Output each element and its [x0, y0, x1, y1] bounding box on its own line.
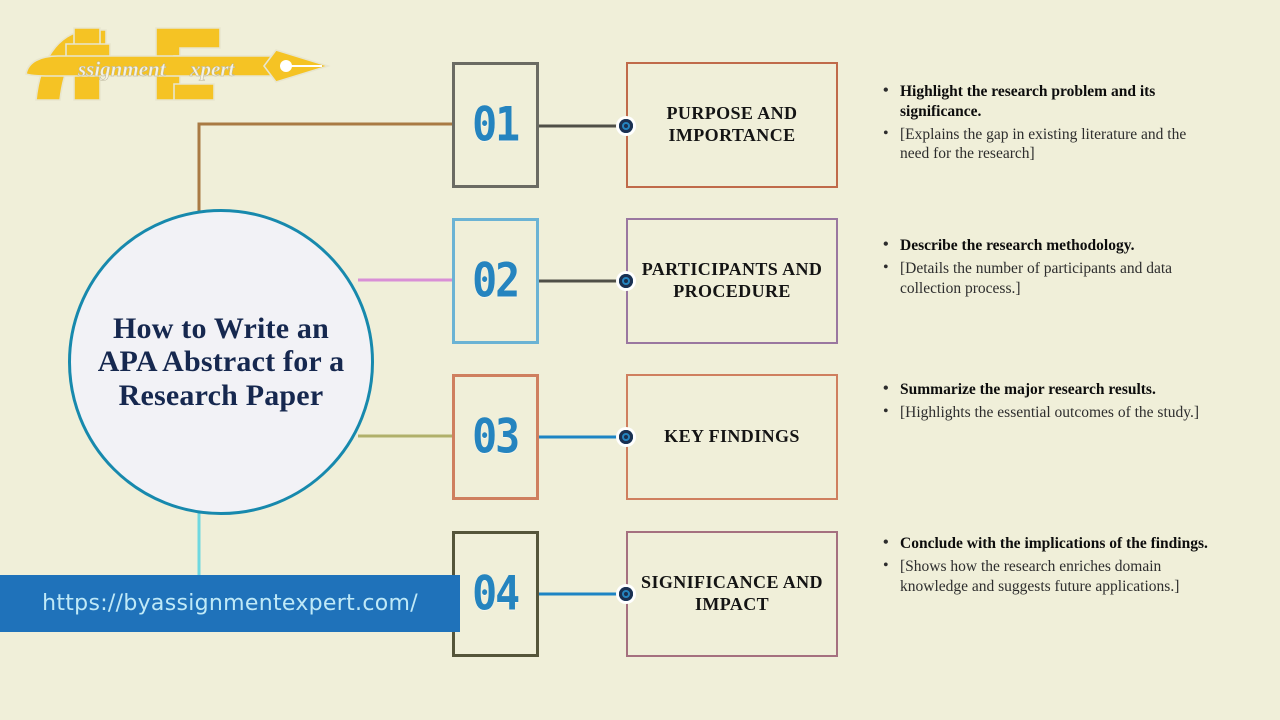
step-number-04: 04	[472, 566, 521, 622]
step-label-03: KEY FINDINGS	[664, 426, 800, 447]
step-bullets-04: Conclude with the implications of the fi…	[880, 533, 1210, 598]
page-title: How to Write an APA Abstract for a Resea…	[97, 311, 345, 412]
website-url-text: https://byassignmentexpert.com/	[42, 591, 418, 616]
connector-dot-01	[616, 116, 636, 136]
connector-line-01	[197, 122, 452, 212]
connector-dot-03	[616, 427, 636, 447]
step-label-02: PARTICIPANTS AND PROCEDURE	[641, 259, 823, 301]
step-label-box-04[interactable]: SIGNIFICANCE AND IMPACT	[626, 531, 838, 657]
step-number-box-01[interactable]: 01	[452, 62, 539, 188]
step-bullets-02: Describe the research methodology. [Deta…	[880, 235, 1210, 300]
step-bullets-01: Highlight the research problem and its s…	[880, 81, 1210, 166]
step-number-box-03[interactable]: 03	[452, 374, 539, 500]
step-bullets-03: Summarize the major research results. [H…	[880, 379, 1210, 425]
step-number-02: 02	[472, 253, 521, 309]
connector-dot-02	[616, 271, 636, 291]
step-number-03: 03	[472, 409, 521, 465]
step-number-01: 01	[472, 97, 521, 153]
bullet-item: [Highlights the essential outcomes of th…	[880, 402, 1210, 423]
step-label-box-02[interactable]: PARTICIPANTS AND PROCEDURE	[626, 218, 838, 344]
step-number-box-02[interactable]: 02	[452, 218, 539, 344]
bullet-item: [Explains the gap in existing literature…	[880, 124, 1210, 165]
bullet-item: [Shows how the research enriches domain …	[880, 556, 1210, 597]
website-url-banner[interactable]: https://byassignmentexpert.com/	[0, 575, 460, 632]
step-label-04: SIGNIFICANCE AND IMPACT	[641, 572, 823, 614]
logo-artwork: ssignment xpert	[25, 27, 331, 101]
center-topic-circle: How to Write an APA Abstract for a Resea…	[68, 209, 374, 515]
logo-script-left: ssignment	[77, 57, 167, 81]
brand-logo: ssignment xpert	[14, 14, 334, 104]
logo-script-right: xpert	[189, 57, 235, 81]
bullet-item: [Details the number of participants and …	[880, 258, 1210, 299]
bullet-item: Summarize the major research results.	[880, 379, 1210, 400]
step-label-box-03[interactable]: KEY FINDINGS	[626, 374, 838, 500]
pen-nib-hole-icon	[280, 60, 292, 72]
step-label-01: PURPOSE AND IMPORTANCE	[666, 103, 798, 145]
connector-dot-04	[616, 584, 636, 604]
bullet-item: Describe the research methodology.	[880, 235, 1210, 256]
step-number-box-04[interactable]: 04	[452, 531, 539, 657]
bullet-item: Highlight the research problem and its s…	[880, 81, 1210, 122]
step-label-box-01[interactable]: PURPOSE AND IMPORTANCE	[626, 62, 838, 188]
bullet-item: Conclude with the implications of the fi…	[880, 533, 1210, 554]
